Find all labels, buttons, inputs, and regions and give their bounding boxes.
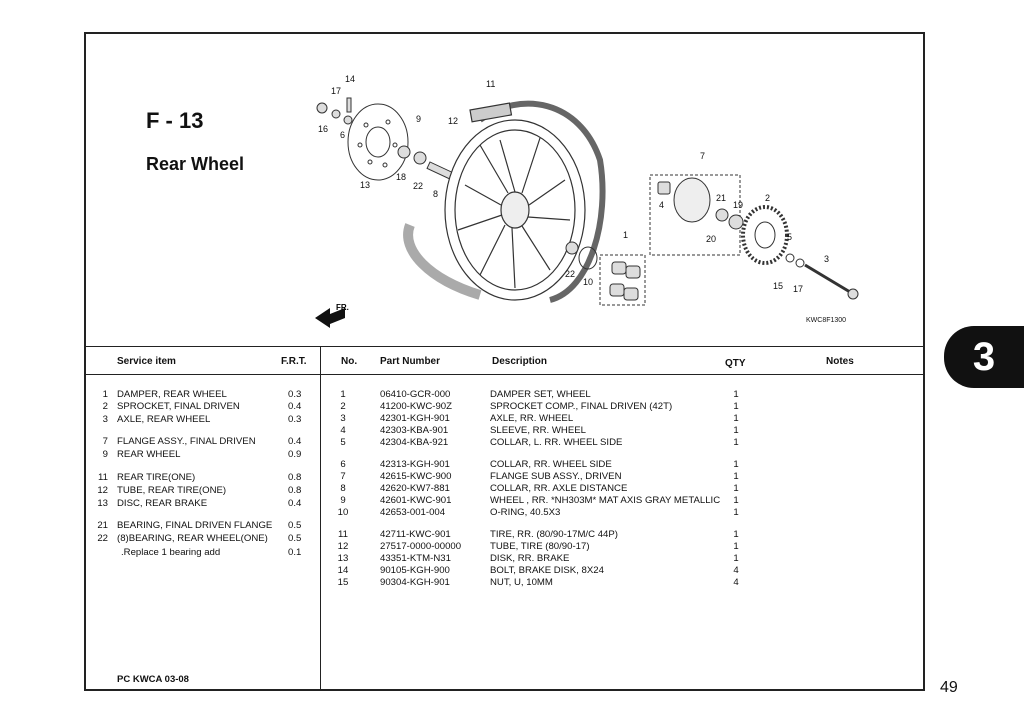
- callout: 4: [659, 200, 665, 210]
- callout: 16: [318, 124, 329, 134]
- page-number: 49: [940, 679, 958, 696]
- callout: 11: [486, 79, 496, 89]
- callout: 21: [716, 193, 727, 203]
- callout: 15: [773, 281, 784, 291]
- callout: 22: [413, 181, 424, 191]
- callout: 13: [360, 180, 371, 190]
- callout: 9: [416, 114, 422, 124]
- callout: 5: [787, 232, 793, 242]
- callout: 20: [706, 234, 717, 244]
- callout: 8: [433, 189, 439, 199]
- header-no: No.: [341, 356, 358, 367]
- figure-code: F - 13: [146, 108, 204, 133]
- header-part-number: Part Number: [380, 356, 441, 367]
- header-description: Description: [492, 356, 548, 367]
- rear-tire: [403, 100, 606, 303]
- callout: 2: [765, 193, 771, 203]
- damper-set: [565, 241, 646, 306]
- rear-wheel: [444, 102, 586, 301]
- callout: 17: [793, 284, 804, 294]
- exploded-diagram: FR.: [315, 97, 859, 328]
- section-tab: 3: [944, 326, 1024, 388]
- header-notes: Notes: [826, 356, 854, 367]
- figure-name: Rear Wheel: [146, 154, 245, 174]
- footer-code: PC KWCA 03-08: [117, 674, 189, 685]
- column-divider: [320, 347, 321, 691]
- figure-ref-code: KWC8F1300: [806, 317, 847, 324]
- brake-disc: [347, 103, 409, 181]
- header-frt: F.R.T.: [281, 356, 307, 367]
- header-service-item: Service item: [117, 356, 176, 367]
- callout: 7: [700, 151, 706, 161]
- callout: 12: [448, 116, 459, 126]
- callout: 14: [345, 74, 356, 84]
- driven-flange: [649, 174, 744, 256]
- front-arrow-icon: [315, 308, 345, 328]
- callout: 18: [396, 172, 407, 182]
- callout: 3: [824, 254, 830, 264]
- page-frame: [84, 32, 925, 691]
- header-qty: QTY: [725, 358, 746, 369]
- callout: 6: [340, 130, 346, 140]
- callout: 19: [733, 200, 744, 210]
- callout: 22: [565, 269, 576, 279]
- diagram-divider: [84, 346, 925, 347]
- final-sprocket: [741, 205, 859, 300]
- callout: 1: [623, 230, 629, 240]
- callout: 10: [583, 277, 594, 287]
- header-divider: [84, 374, 925, 375]
- fr-label: FR.: [336, 303, 349, 312]
- callout: 17: [331, 86, 342, 96]
